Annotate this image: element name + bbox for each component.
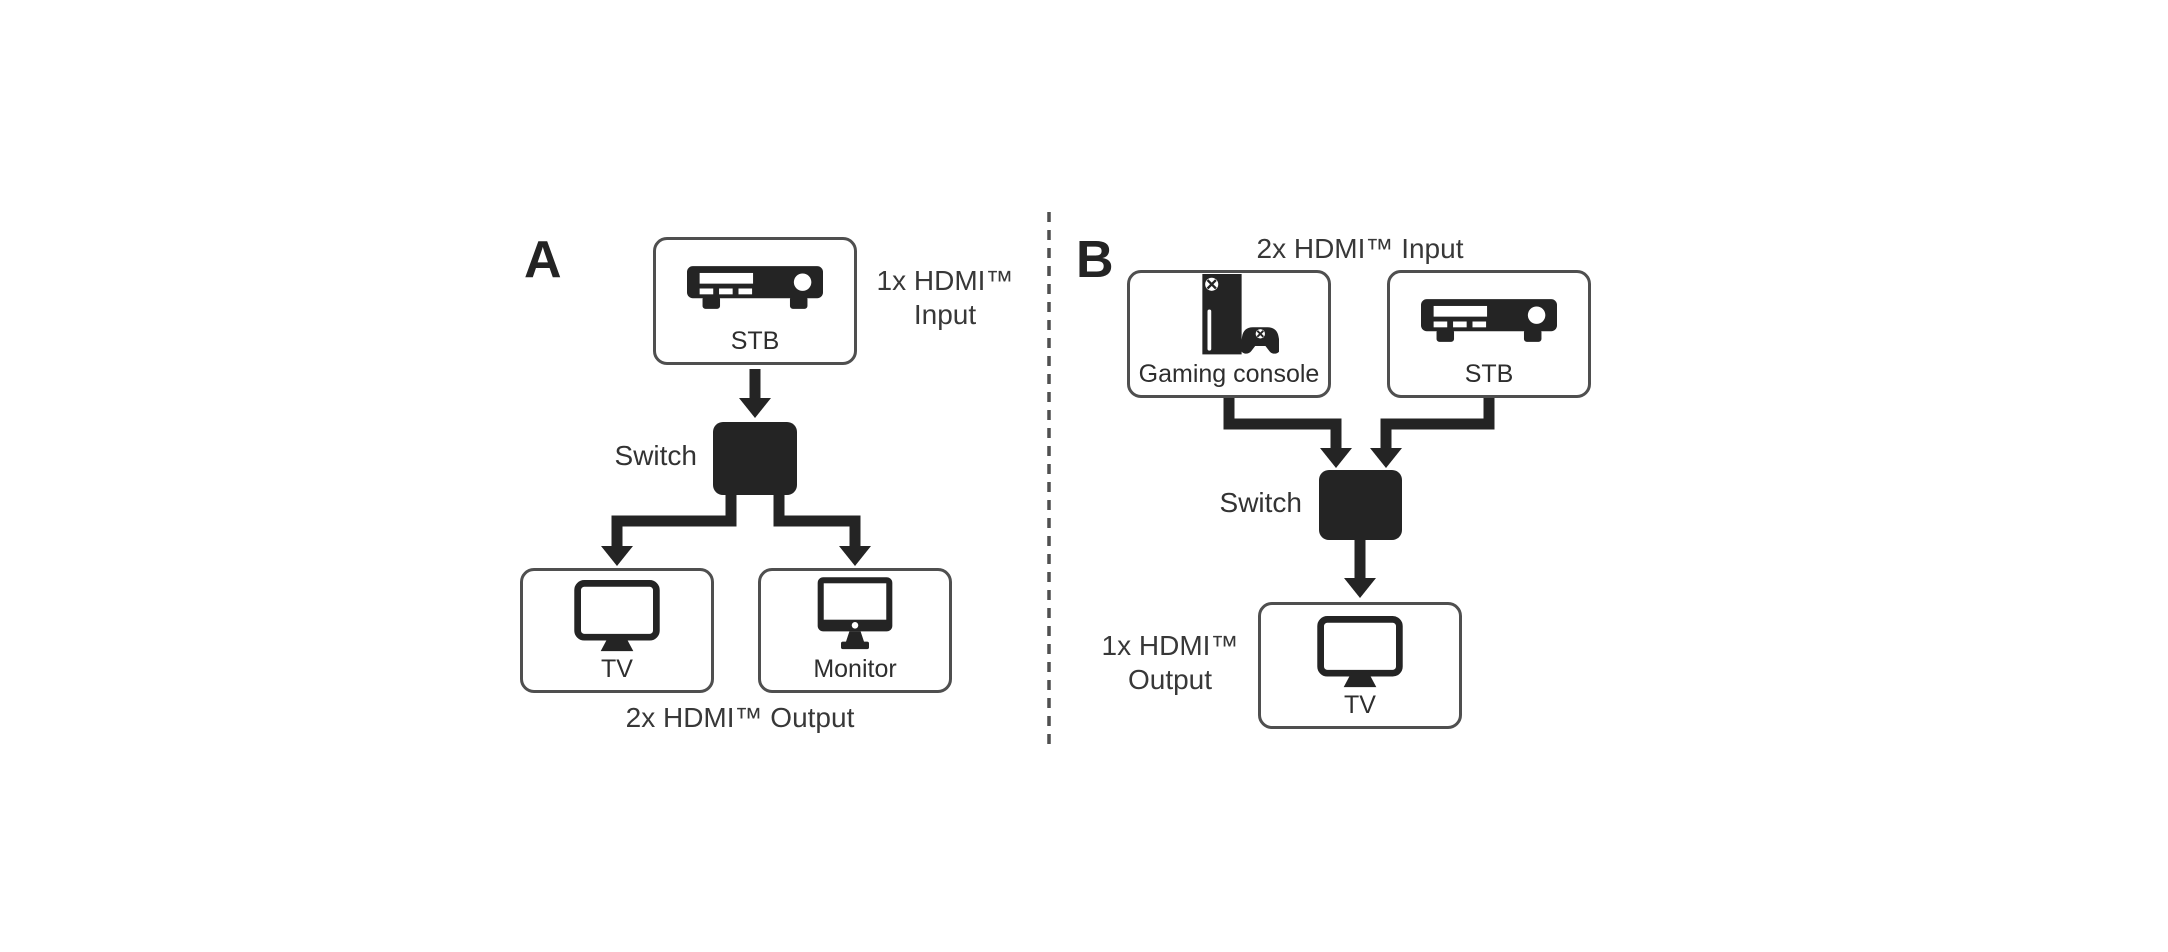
stb-icon [687, 266, 823, 309]
tv-icon [574, 580, 660, 652]
device-box-tv-b: TV [1258, 602, 1462, 729]
tv-icon [1317, 615, 1403, 687]
switch-a-square [713, 422, 797, 495]
arrow-b-switch-to-tv [1344, 538, 1376, 598]
arrow-a-switch-to-monitor [773, 493, 871, 566]
monitor-icon [817, 577, 893, 650]
arrow-b-console-to-switch [1223, 396, 1352, 468]
device-box-gaming-console: Gaming console [1127, 270, 1331, 398]
switch-b-square [1319, 470, 1402, 540]
caption-a-input-line1: 1x HDMI™ [876, 265, 1014, 296]
device-label-stb-b: STB [1464, 360, 1514, 388]
stb-icon [1421, 299, 1557, 342]
caption-a-input-line2: Input [913, 299, 977, 330]
caption-b-output-line1: 1x HDMI™ [1101, 630, 1239, 661]
arrow-b-stb-to-switch [1370, 396, 1495, 468]
arrow-a-stb-to-switch [739, 369, 771, 418]
device-label-gaming-console: Gaming console [1138, 360, 1320, 388]
panel-b-label: B [1076, 231, 1114, 289]
gaming-console-icon [1202, 274, 1279, 355]
arrow-a-switch-to-tv [601, 493, 737, 566]
switch-b-label: Switch [1219, 487, 1302, 518]
caption-a-output: 2x HDMI™ Output [625, 702, 855, 733]
device-box-stb-b: STB [1387, 270, 1591, 398]
device-label-tv-b: TV [1344, 691, 1376, 719]
device-label-tv-a: TV [601, 655, 633, 683]
caption-b-output-line2: Output [1127, 664, 1213, 695]
device-label-monitor-a: Monitor [813, 655, 897, 683]
switch-a-label: Switch [614, 440, 697, 471]
device-box-stb-a: STB [653, 237, 857, 365]
device-box-tv-a: TV [520, 568, 714, 693]
panel-a-label: A [524, 231, 562, 289]
caption-b-input: 2x HDMI™ Input [1256, 233, 1464, 264]
device-label-stb-a: STB [730, 327, 780, 355]
device-box-monitor-a: Monitor [758, 568, 952, 693]
